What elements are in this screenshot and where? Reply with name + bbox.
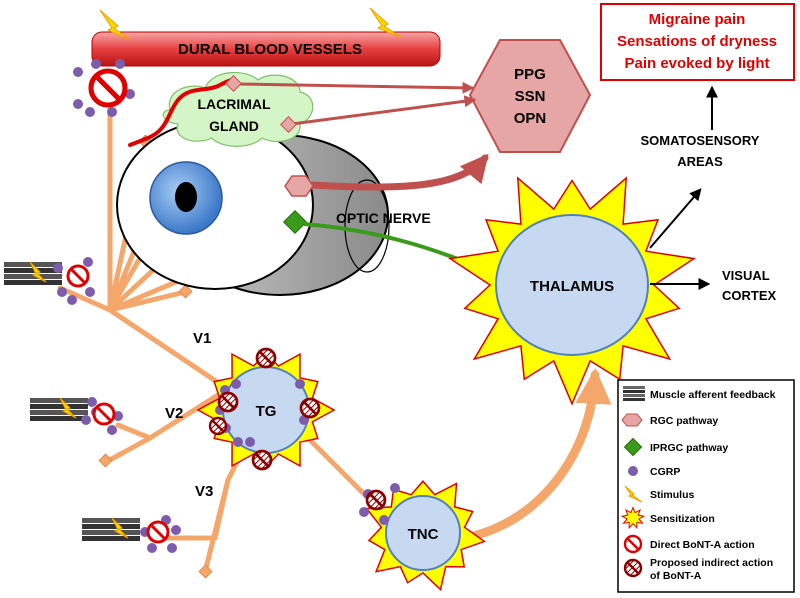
thalamus-label: THALAMUS (530, 278, 614, 295)
cgrp-dot (233, 437, 243, 447)
cgrp-dot (359, 507, 369, 517)
cgrp-dot (295, 379, 305, 389)
ppg-ssn-opn-hexagon: PPG SSN OPN (468, 39, 592, 153)
prohibition-icon (92, 402, 116, 426)
prohibition-icon (88, 68, 128, 108)
hex-label-ppg: PPG (514, 66, 546, 83)
legend-item: Direct BoNT-A action (623, 534, 755, 554)
visual-cortex-label-1: VISUAL (722, 268, 770, 283)
bont-a-symbols (66, 68, 387, 544)
lightning-icon (29, 261, 129, 539)
legend-label: CGRP (650, 466, 680, 478)
rgc-pathway-arrows (236, 81, 489, 191)
cgrp-dot (147, 543, 157, 553)
cgrp-dot (390, 483, 400, 493)
outcomes-box: Migraine pain Sensations of dryness Pain… (600, 3, 795, 81)
cgrp-dot (85, 107, 95, 117)
cgrp-dot (81, 415, 91, 425)
legend-label: of BoNT-A (650, 570, 702, 582)
hex-label-opn: OPN (514, 110, 547, 127)
prohibition-icon (623, 534, 643, 554)
prohibition-icon (66, 264, 90, 288)
cgrp-dot (73, 67, 83, 77)
cgrp-dot (231, 379, 241, 389)
v1-label: V1 (193, 330, 211, 347)
starburst-icon (620, 506, 646, 530)
red-hexagon-icon (621, 413, 643, 427)
hatched-prohibition-icon (299, 397, 321, 419)
v2-label: V2 (165, 405, 183, 422)
dural-label: DURAL BLOOD VESSELS (178, 41, 362, 58)
trigeminal-nucleus-caudalis: TNC (365, 480, 487, 591)
arrow-to-somatosensory (649, 188, 702, 249)
legend-label: Sensitization (650, 513, 715, 525)
cgrp-dot (83, 257, 93, 267)
outcome-migraine-pain: Migraine pain (649, 11, 746, 28)
iprgc-diamond-marker (282, 209, 308, 235)
red-terminal (280, 116, 297, 133)
legend-label: Muscle afferent feedback (650, 389, 776, 401)
cgrp-dot (379, 515, 389, 525)
lacrimal-label-2: GLAND (209, 118, 259, 134)
v3-label: V3 (195, 483, 213, 500)
hatched-prohibition-icon (217, 391, 239, 413)
optic-nerve-ring (344, 179, 390, 273)
cgrp-dot (171, 525, 181, 535)
lightning-icon (624, 485, 643, 503)
outcome-photophobia: Pain evoked by light (624, 55, 769, 72)
thalamus-sensitization-starburst: THALAMUS (448, 176, 696, 406)
hatched-prohibition-icon (365, 489, 387, 511)
dural-blood-vessels: DURAL BLOOD VESSELS (91, 31, 441, 67)
hatched-prohibition-icon (251, 449, 273, 471)
tnc-label: TNC (408, 526, 439, 543)
legend-label: IPRGC pathway (650, 442, 728, 454)
rgc-hexagon-marker (284, 175, 314, 197)
legend-item: Sensitization (620, 506, 715, 530)
hatched-prohibition-icon (208, 416, 228, 436)
cgrp-dot (57, 287, 67, 297)
lacrimal-label-1: LACRIMAL (197, 96, 271, 112)
cgrp-dot (67, 295, 77, 305)
hex-label-ssn: SSN (515, 88, 546, 105)
legend-item: IPRGC pathway (623, 437, 728, 457)
visual-cortex-label-2: CORTEX (722, 288, 777, 303)
legend-item: RGC pathway (621, 413, 718, 427)
tg-label: TG (256, 403, 277, 420)
red-terminal (225, 75, 242, 92)
purple-dot-icon (628, 466, 638, 476)
cgrp-dot (107, 425, 117, 435)
cgrp-dot (85, 287, 95, 297)
cgrp-dot (115, 59, 125, 69)
cgrp-dot (113, 411, 123, 421)
somatosensory-label-2: AREAS (677, 154, 723, 169)
cgrp-dot (245, 437, 255, 447)
muscle-bundle-icon (623, 386, 645, 401)
green-diamond-icon (623, 437, 643, 457)
legend-item: CGRP (628, 466, 680, 478)
cgrp-dot (91, 59, 101, 69)
eye (116, 120, 389, 296)
lightning-icon (99, 7, 403, 41)
outcome-dryness: Sensations of dryness (617, 33, 777, 50)
cgrp-dot (167, 543, 177, 553)
legend-label: Stimulus (650, 489, 694, 501)
cgrp-dot (87, 397, 97, 407)
hatched-prohibition-icon (255, 347, 277, 369)
cgrp-dot (73, 99, 83, 109)
optic-nerve-label: OPTIC NERVE (336, 210, 431, 226)
legend-item: Muscle afferent feedback (623, 386, 776, 401)
legend-label: RGC pathway (650, 415, 718, 427)
legend-label: Proposed indirect action (650, 557, 773, 569)
cgrp-dot (107, 107, 117, 117)
hatched-prohibition-icon (623, 558, 643, 578)
cgrp-dot (53, 263, 63, 273)
prohibition-icon (146, 520, 170, 544)
somatosensory-label-1: SOMATOSENSORY (641, 133, 760, 148)
legend-item: Stimulus (624, 485, 694, 503)
legend-label: Direct BoNT-A action (650, 539, 755, 551)
cgrp-dot (125, 89, 135, 99)
